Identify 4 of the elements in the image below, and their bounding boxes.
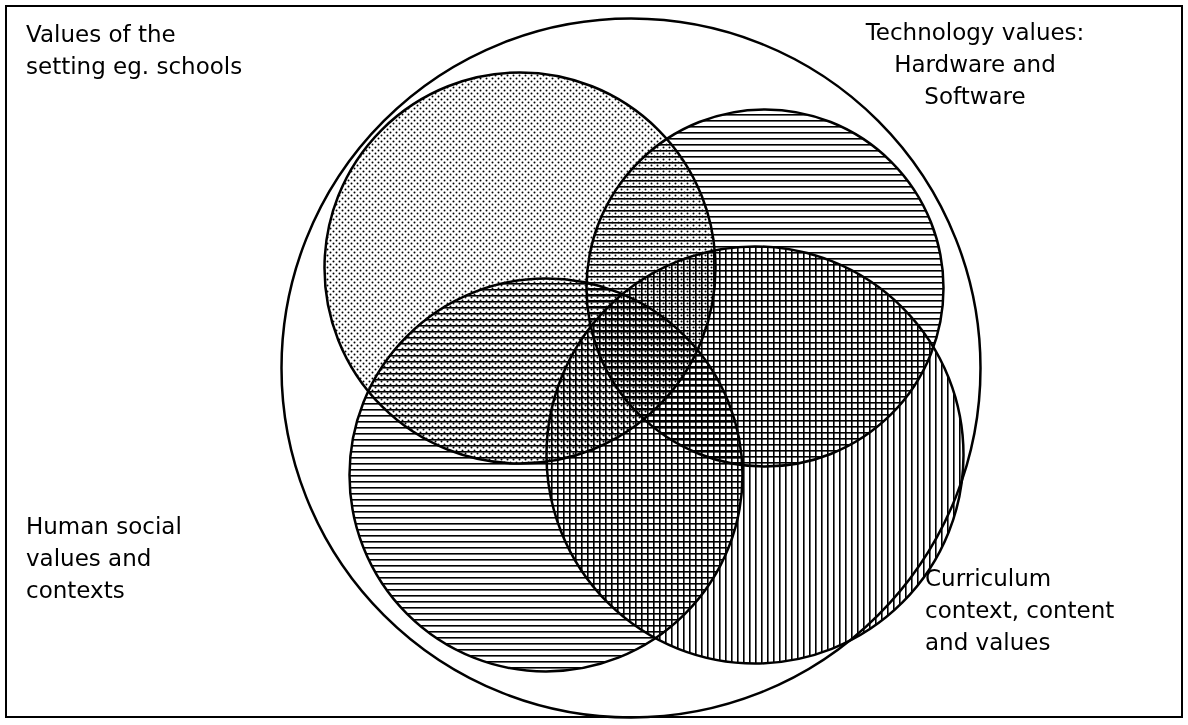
- circle-label: Human social values and contexts: [26, 512, 183, 605]
- circle-label: Values of the setting eg. schools: [26, 20, 244, 81]
- circle-label: Curriculum context, content and values: [925, 564, 1116, 657]
- circle-label: Technology values: Hardware and Software: [864, 18, 1086, 111]
